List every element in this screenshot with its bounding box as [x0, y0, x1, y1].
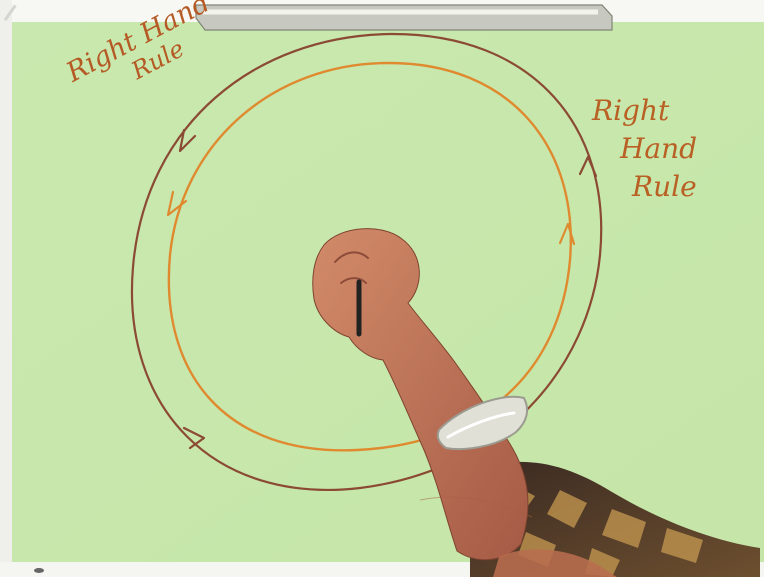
left-margin [0, 0, 12, 577]
bottom-marker-dot [34, 568, 44, 573]
tablet-edge [196, 5, 612, 30]
